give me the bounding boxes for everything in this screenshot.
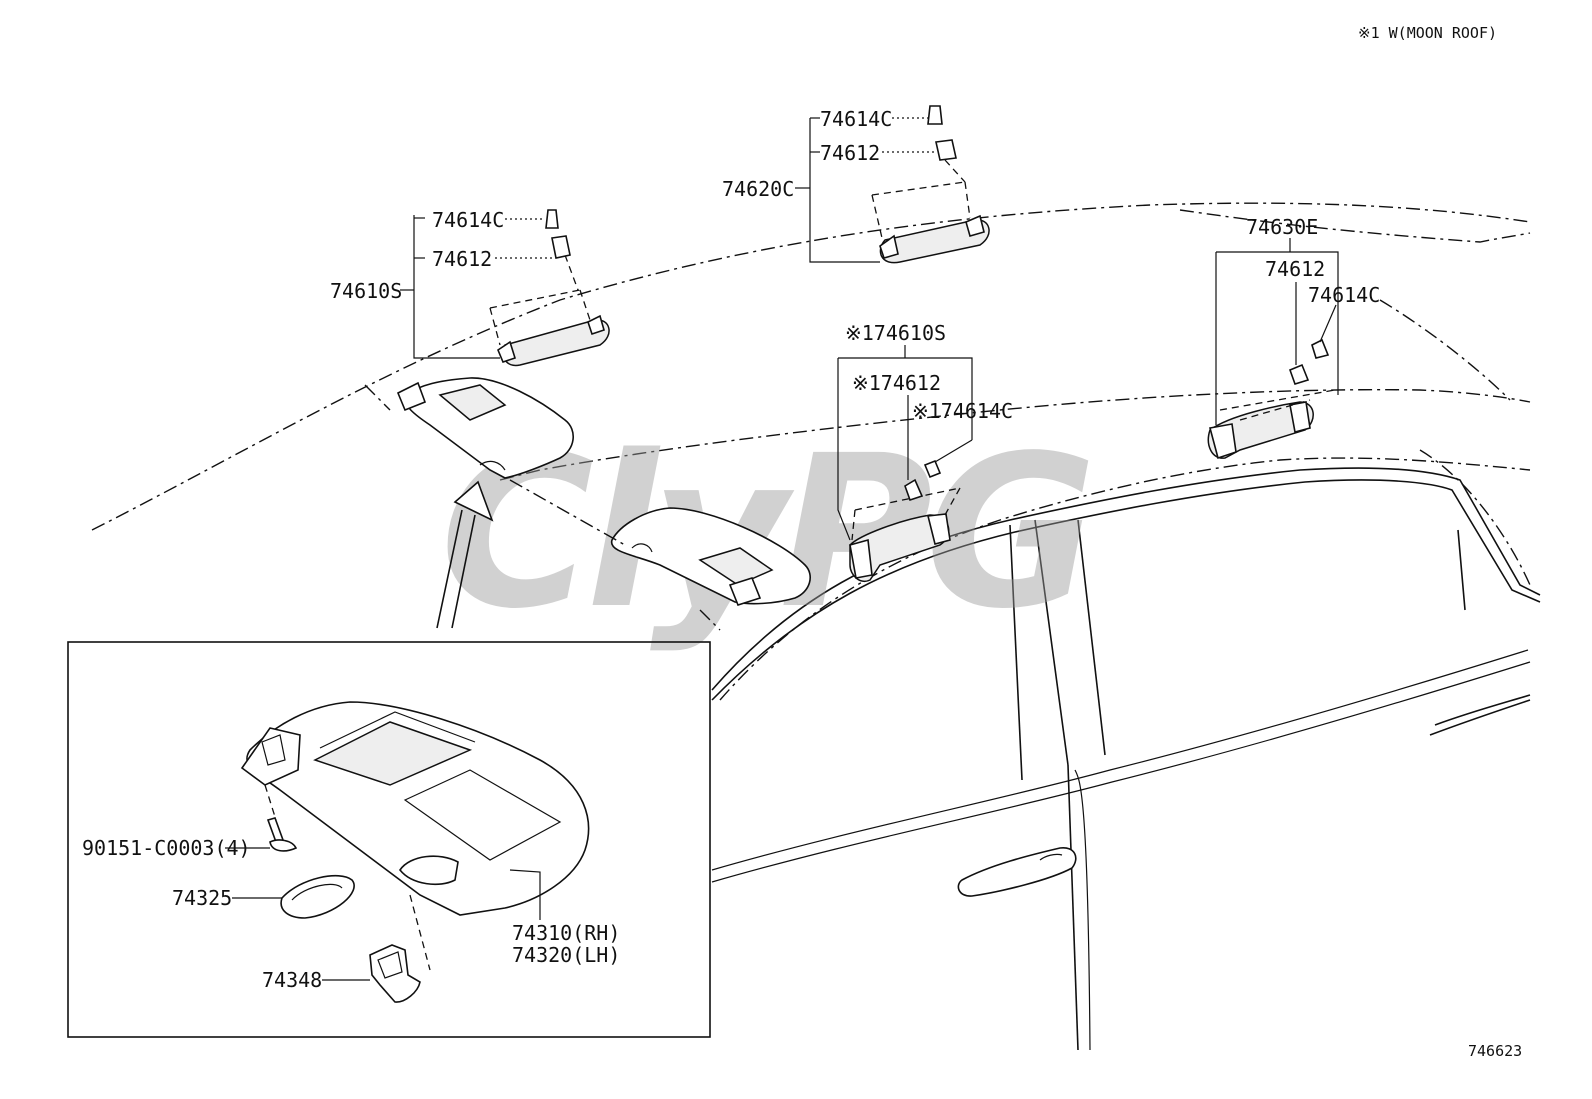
grip-assembly-moon-roof [837,345,973,582]
label-74612-a: 74612 [432,247,492,271]
label-74612-d: 74612 [1265,257,1325,281]
label-moonroof-74612: ※174612 [852,371,941,395]
label-74614c-a: 74614C [432,208,504,232]
label-74310-rh: 74310(RH) [512,921,620,945]
grip-assembly-74610s [400,209,610,367]
screw-90151 [225,784,298,852]
sun-visor-rh-installed [396,377,574,479]
label-moonroof-74614c: ※174614C [912,399,1013,423]
grip-assembly-74630e [1207,238,1339,460]
detail-arrow [436,480,494,629]
label-74320-lh: 74320(LH) [512,943,620,967]
roof-outline [91,202,1531,701]
clip-74325 [232,874,355,919]
holder-74348 [322,894,431,1003]
door-handle [957,847,1077,897]
label-74610s-a: 74610S [330,279,402,303]
label-74612-b: 74612 [820,141,880,165]
label-74325: 74325 [172,886,232,910]
sun-visor-lh-installed [610,507,811,606]
grip-assembly-74620c [795,105,990,264]
label-74630e: 74630E [1246,215,1318,239]
visor-leader [509,479,626,546]
diagram-id: 746623 [1468,1042,1522,1060]
label-90151-c0003: 90151-C0003(4) [82,836,251,860]
sun-visor-detail [240,701,590,916]
detail-box [67,641,711,1038]
label-moonroof-74610s: ※174610S [845,321,946,345]
moon-roof-note: ※1 W(MOON ROOF) [1358,24,1497,42]
label-74348: 74348 [262,968,322,992]
visor-leader-2 [699,609,721,631]
label-74614c-d: 74614C [1308,283,1380,307]
visor-leader-line [509,869,541,920]
label-74614c-b: 74614C [820,107,892,131]
label-74620c: 74620C [722,177,794,201]
door-frame [711,467,1541,1051]
